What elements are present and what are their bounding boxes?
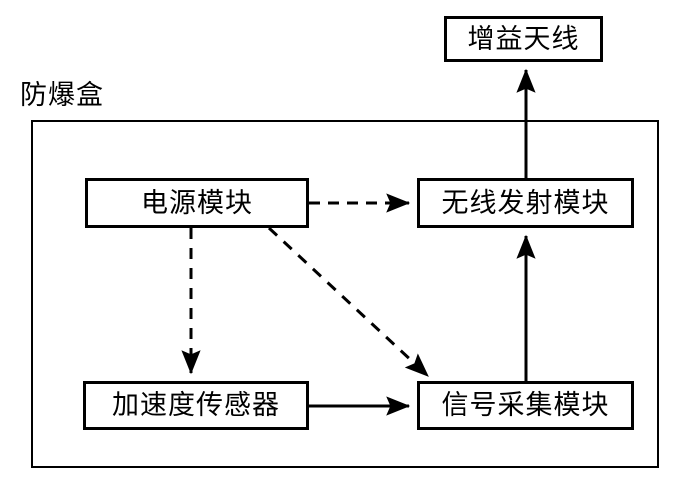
node-power-module-label: 电源模块 <box>141 187 253 218</box>
node-acceleration-sensor[interactable]: 加速度传感器 <box>83 381 309 430</box>
node-gain-antenna-label: 增益天线 <box>467 23 580 54</box>
node-signal-acquisition-module[interactable]: 信号采集模块 <box>417 381 634 430</box>
node-signal-acquisition-module-label: 信号采集模块 <box>441 390 610 420</box>
node-gain-antenna[interactable]: 增益天线 <box>444 16 603 62</box>
edge-power-to-signal <box>267 226 430 378</box>
node-wireless-transmit-module[interactable]: 无线发射模块 <box>417 178 634 228</box>
node-wireless-transmit-module-label: 无线发射模块 <box>441 187 610 218</box>
node-power-module[interactable]: 电源模块 <box>85 178 309 228</box>
group-frame-explosion-proof-box <box>31 120 659 468</box>
group-label-explosion-proof-box: 防爆盒 <box>20 80 104 110</box>
node-acceleration-sensor-label: 加速度传感器 <box>112 390 280 420</box>
